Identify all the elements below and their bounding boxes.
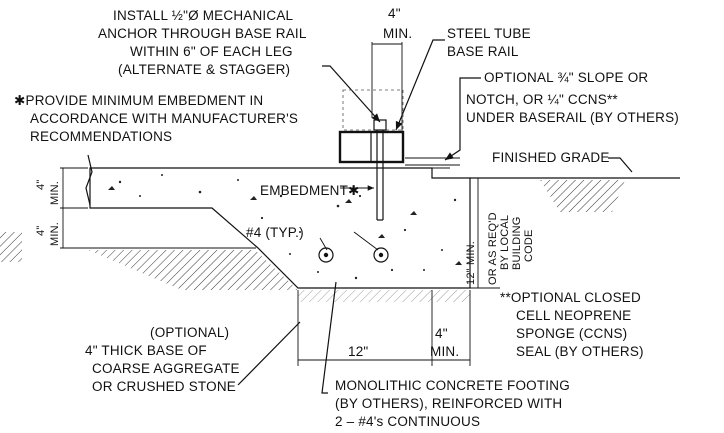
base-note-line-2: 4" THICK BASE OF	[85, 343, 207, 358]
embedment-label: EMBEDMENT✱	[260, 183, 360, 198]
left-break	[85, 154, 93, 206]
ccns-note: **OPTIONAL CLOSED CELL NEOPRENE SPONGE (…	[500, 290, 644, 359]
dim-top-value: 4"	[388, 6, 401, 21]
base-rail-note-line-2: BASE RAIL	[447, 44, 519, 59]
rebar-leader-2	[353, 231, 379, 251]
base-note: (OPTIONAL) 4" THICK BASE OF COARSE AGGRE…	[85, 325, 240, 394]
base-rail-note: STEEL TUBE BASE RAIL	[447, 26, 531, 59]
dim-bottom-min-suffix: MIN.	[430, 344, 459, 359]
dimension-top-min: 4" MIN.	[371, 6, 412, 132]
embedment-note: ✱PROVIDE MINIMUM EMBEDMENT IN ACCORDANCE…	[14, 93, 298, 144]
dim-left-lower-value: 4"	[35, 226, 47, 236]
concrete-aggregate-marks	[108, 174, 462, 280]
footing-note-line-3: 2 – #4's CONTINUOUS	[335, 414, 480, 429]
base-note-line-1: (OPTIONAL)	[150, 325, 229, 340]
height-note-line-2: OR AS REQ'D	[487, 212, 499, 285]
footing-outline	[89, 167, 471, 289]
dimension-left-upper: 4" MIN.	[35, 167, 88, 209]
dim-top-suffix: MIN.	[383, 26, 412, 41]
anchor-note-line-1: INSTALL ½"Ø MECHANICAL	[113, 8, 294, 23]
dim-left-upper-suffix: MIN.	[49, 181, 61, 205]
dashed-post	[342, 89, 404, 131]
embedment-note-line-1: ✱PROVIDE MINIMUM EMBEDMENT IN	[14, 93, 263, 108]
footing-leader	[321, 281, 337, 394]
soil-hatching	[0, 180, 625, 302]
height-note-line-1: 12" MIN.	[465, 241, 477, 285]
height-note-line-3: BY LOCAL	[499, 215, 511, 270]
base-rail-note-line-1: STEEL TUBE	[447, 26, 531, 41]
slope-note-line-2: NOTCH, OR ¼" CCNS**	[466, 92, 618, 107]
dimension-bottom: 12" 4" MIN.	[297, 290, 471, 366]
anchor-nut	[373, 119, 387, 131]
slope-leader	[444, 77, 481, 161]
embedment-note-line-3: RECOMMENDATIONS	[30, 129, 172, 144]
ccns-note-line-4: SEAL (BY OTHERS)	[516, 344, 644, 359]
anchor-leader	[322, 65, 381, 123]
rebar-right	[373, 247, 389, 263]
anchor-note-line-2: ANCHOR THROUGH BASE RAIL	[98, 26, 307, 41]
base-leader	[237, 321, 301, 386]
concrete-footing	[85, 154, 680, 289]
footing-note-line-1: MONOLITHIC CONCRETE FOOTING	[335, 378, 570, 393]
anchor-note: INSTALL ½"Ø MECHANICAL ANCHOR THROUGH BA…	[98, 8, 307, 77]
embedment-note-line-2: ACCORDANCE WITH MANUFACTURER'S	[30, 111, 298, 126]
anchor-note-line-3: WITHIN 6" OF EACH LEG	[130, 44, 293, 59]
slope-note: OPTIONAL ¾" SLOPE OR NOTCH, OR ¼" CCNS**…	[466, 70, 679, 125]
rebar-label: #4 (TYP.)	[246, 225, 304, 240]
height-note-line-4: BUILDING	[511, 216, 523, 270]
base-rail-assembly	[338, 89, 460, 221]
left-soil	[88, 250, 298, 290]
left-soil-far	[0, 232, 22, 262]
dim-bottom-min-value: 4"	[435, 326, 448, 341]
slope-note-line-1: OPTIONAL ¾" SLOPE OR	[484, 70, 648, 85]
base-note-line-4: OR CRUSHED STONE	[92, 379, 236, 394]
bottom-soil	[298, 290, 470, 302]
base-note-line-3: COARSE AGGREGATE	[92, 361, 240, 376]
leader-lines	[237, 39, 633, 394]
footing-note: MONOLITHIC CONCRETE FOOTING (BY OTHERS),…	[335, 378, 570, 429]
dim-left-upper-value: 4"	[35, 180, 47, 190]
anchor-note-line-4: (ALTERNATE & STAGGER)	[118, 62, 290, 77]
ccns-note-line-3: SPONGE (CCNS)	[516, 326, 627, 341]
finished-grade-leader	[608, 157, 633, 173]
right-soil	[540, 180, 625, 212]
ccns-note-line-2: CELL NEOPRENE	[516, 308, 631, 323]
dim-bottom-width: 12"	[348, 344, 368, 359]
dimension-left-lower: 4" MIN.	[35, 208, 256, 249]
rebar-group: #4 (TYP.)	[246, 225, 389, 263]
ccns-note-line-1: **OPTIONAL CLOSED	[500, 290, 641, 305]
dimension-right-height: 12" MIN. OR AS REQ'D BY LOCAL BUILDING C…	[465, 177, 535, 289]
slope-note-line-3: UNDER BASERAIL (BY OTHERS)	[466, 110, 679, 125]
base-rail-leader	[395, 39, 445, 131]
rebar-left	[318, 247, 334, 263]
dim-left-lower-suffix: MIN.	[49, 222, 61, 246]
finished-grade-label: FINISHED GRADE	[492, 150, 610, 165]
footing-note-line-2: (BY OTHERS), REINFORCED WITH	[335, 396, 562, 411]
height-note-line-5: CODE	[523, 229, 535, 262]
